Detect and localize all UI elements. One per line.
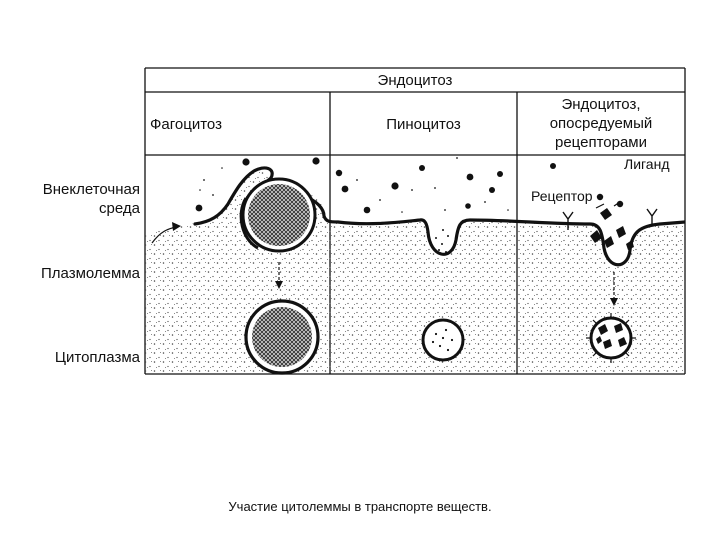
label-receptor: Рецептор [531, 188, 593, 204]
transport-arrows [278, 262, 615, 300]
extracellular-particles [195, 157, 624, 214]
phagosome [244, 299, 320, 375]
column-header-receptor-mediated: Эндоцитоз, опосредуемый рецепторами [549, 96, 653, 151]
coated-vesicle [586, 313, 636, 363]
pinocytic-pit-contents [435, 229, 449, 253]
label-cytoplasm: Цитоплазма [54, 349, 140, 366]
phagocytosis-particle-top [239, 177, 317, 253]
arrow-head-receptor [610, 298, 618, 306]
pinosome [421, 318, 465, 362]
label-plasmalemma: Плазмолемма [41, 265, 140, 282]
coated-pit-ligands [590, 201, 634, 250]
receptors [562, 208, 658, 230]
membrane-arrow-head [172, 222, 181, 231]
arrow-head-phago [275, 281, 283, 289]
label-ligand: Лиганд [624, 156, 670, 172]
column-header-pinocytosis: Пиноцитоз [386, 116, 461, 133]
figure-caption: Участие цитолеммы в транспорте веществ. [228, 499, 492, 514]
column-header-phagocytosis: Фагоцитоз [150, 116, 222, 133]
label-extracellular: Внеклеточная среда [42, 181, 140, 217]
header-title: Эндоцитоз [377, 72, 453, 89]
